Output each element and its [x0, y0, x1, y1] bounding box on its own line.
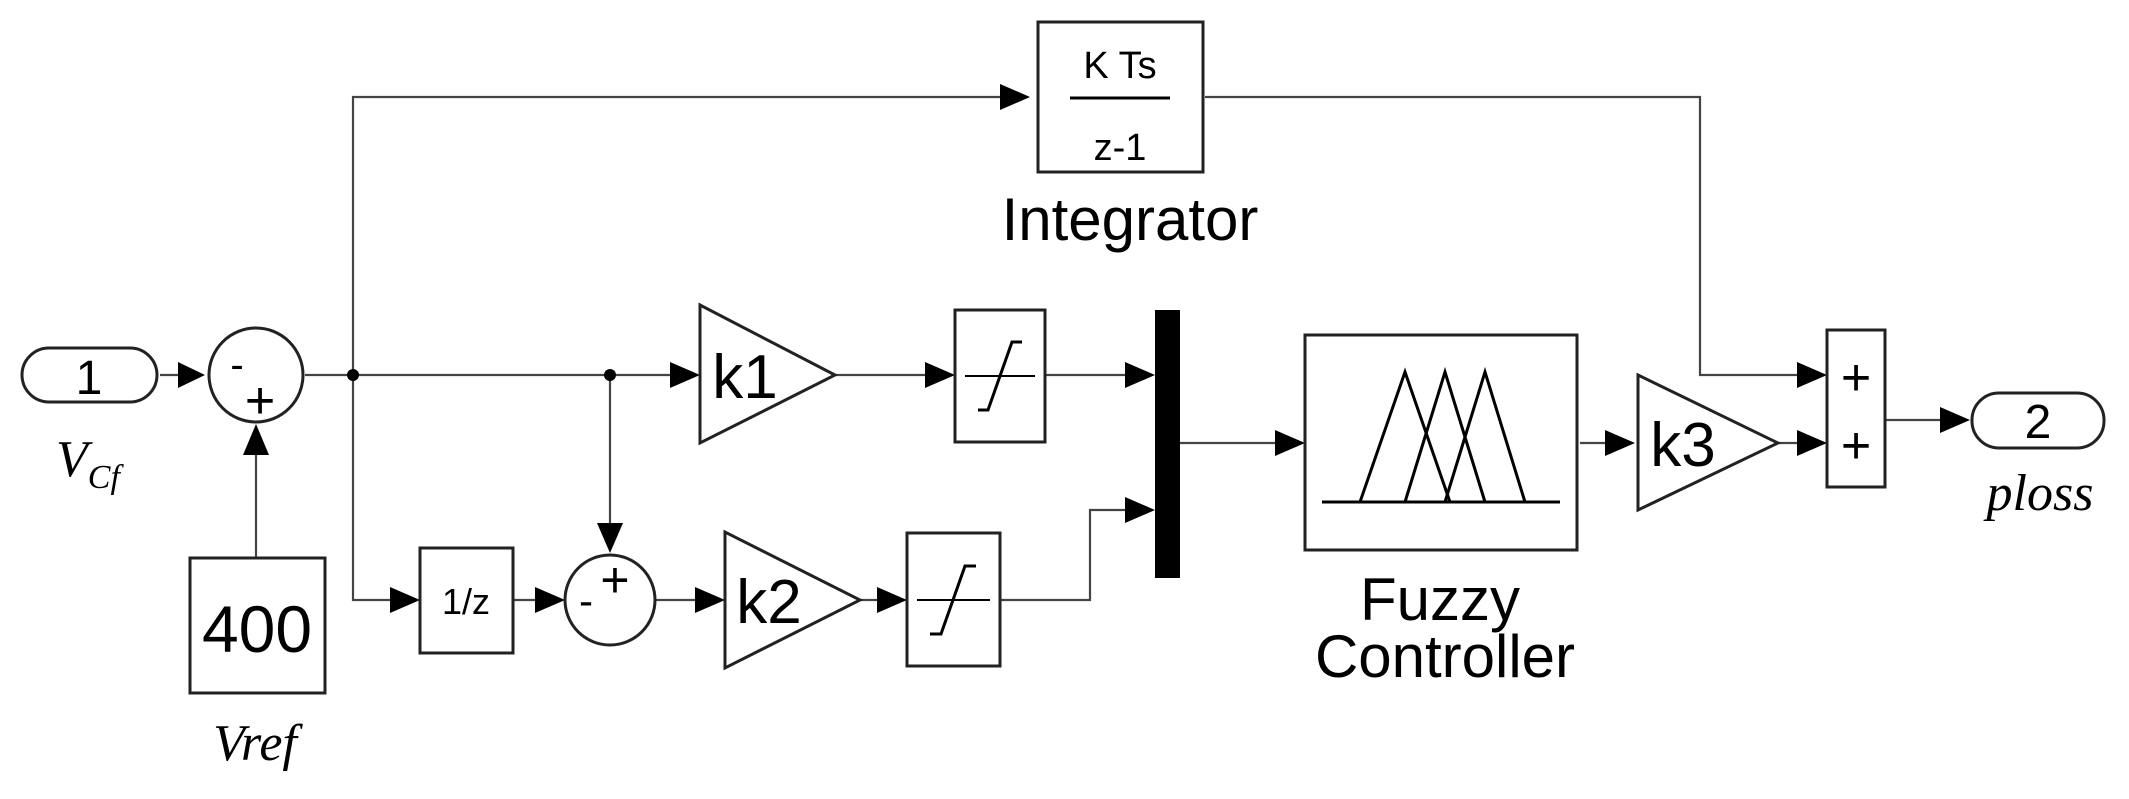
branch-point — [347, 369, 359, 381]
wire-integrator-sum3 — [1205, 95, 1802, 377]
gain-block-k2[interactable]: k2 — [723, 529, 864, 671]
arrowhead — [1125, 362, 1155, 388]
arrowhead — [695, 587, 725, 613]
sum-block-1[interactable]: - + — [207, 326, 305, 430]
outport-2-label: ploss — [1983, 465, 2094, 522]
constant-block[interactable]: 400 Vref — [188, 556, 327, 772]
fuzzy-label-line2: Controller — [1315, 623, 1575, 690]
arrowhead — [1797, 430, 1827, 456]
sum-block-3[interactable]: + + — [1825, 328, 1887, 489]
sum-block-1-shape[interactable] — [207, 326, 305, 424]
arrowhead — [178, 362, 205, 388]
sum-block-2[interactable]: + - — [563, 552, 657, 647]
sum-block-3-sign-bottom: + — [1841, 417, 1871, 475]
sum-block-3-sign-top: + — [1841, 349, 1871, 407]
saturation-block-1[interactable] — [953, 308, 1047, 444]
unit-delay-text: 1/z — [442, 581, 490, 622]
sum-block-1-sign-plus: + — [245, 372, 275, 430]
integrator-numerator: K Ts — [1083, 45, 1156, 87]
sum-block-1-sign-minus: - — [230, 343, 243, 387]
membership-functions-icon — [1322, 366, 1560, 504]
sum-block-2-sign-plus: + — [600, 552, 629, 608]
gain-k1-text: k1 — [712, 343, 777, 412]
wire-branch-delay — [351, 375, 395, 602]
fuzzy-controller-block[interactable]: Fuzzy Controller — [1303, 333, 1579, 690]
gain-block-k3-shape[interactable] — [1636, 372, 1782, 513]
arrowhead — [925, 362, 955, 388]
mux-block[interactable] — [1155, 310, 1180, 578]
outport-2[interactable]: 2 ploss — [1970, 391, 2106, 522]
constant-value: 400 — [202, 592, 312, 666]
fuzzy-controller-block-shape[interactable] — [1303, 333, 1579, 552]
fuzzy-label-line1: Fuzzy — [1360, 566, 1520, 633]
integrator-block[interactable]: K Ts z-1 Integrator — [1002, 20, 1259, 253]
outport-2-shape[interactable] — [1970, 391, 2106, 450]
outport-2-number: 2 — [2025, 396, 2052, 449]
sum-block-2-shape[interactable] — [563, 553, 657, 647]
integrator-label: Integrator — [1002, 186, 1259, 253]
arrowhead — [390, 587, 420, 613]
arrowhead — [1275, 430, 1305, 456]
gain-block-k3[interactable]: k3 — [1636, 372, 1782, 513]
arrowheads — [178, 84, 1970, 613]
sum-block-2-sign-minus: - — [579, 577, 593, 624]
arrowhead — [1125, 497, 1155, 523]
gain-block-k1[interactable]: k1 — [698, 302, 839, 446]
inport-1-number: 1 — [76, 352, 103, 405]
arrowhead — [535, 587, 565, 613]
arrowhead — [670, 362, 700, 388]
arrowhead — [597, 523, 623, 553]
arrowhead — [243, 424, 269, 455]
integrator-denominator: z-1 — [1094, 127, 1147, 169]
gain-k3-text: k3 — [1650, 411, 1715, 480]
branch-point — [604, 369, 616, 381]
wire-sat2-mux — [1000, 508, 1125, 602]
unit-delay-block[interactable]: 1/z — [418, 546, 515, 655]
unit-delay-block-shape[interactable] — [418, 546, 515, 655]
arrowhead — [1000, 84, 1030, 110]
arrowhead — [1605, 430, 1635, 456]
sum-block-3-shape[interactable] — [1825, 328, 1887, 489]
saturation-1-icon — [978, 340, 1022, 412]
inport-1[interactable]: 1 VCf — [20, 346, 159, 496]
gain-block-k1-shape[interactable] — [698, 302, 839, 446]
arrowhead — [877, 587, 907, 613]
constant-block-shape[interactable] — [188, 556, 327, 695]
constant-label: Vref — [213, 715, 303, 772]
gain-block-k2-shape[interactable] — [723, 529, 864, 671]
inport-1-shape[interactable] — [20, 346, 159, 404]
saturation-block-2[interactable] — [905, 531, 1002, 668]
saturation-2-icon — [930, 564, 976, 636]
arrowhead — [1797, 362, 1827, 388]
wire-branch-integrator — [351, 95, 1000, 375]
inport-1-label: VCf — [56, 431, 124, 496]
gain-k2-text: k2 — [736, 568, 801, 637]
arrowhead — [1940, 407, 1970, 433]
